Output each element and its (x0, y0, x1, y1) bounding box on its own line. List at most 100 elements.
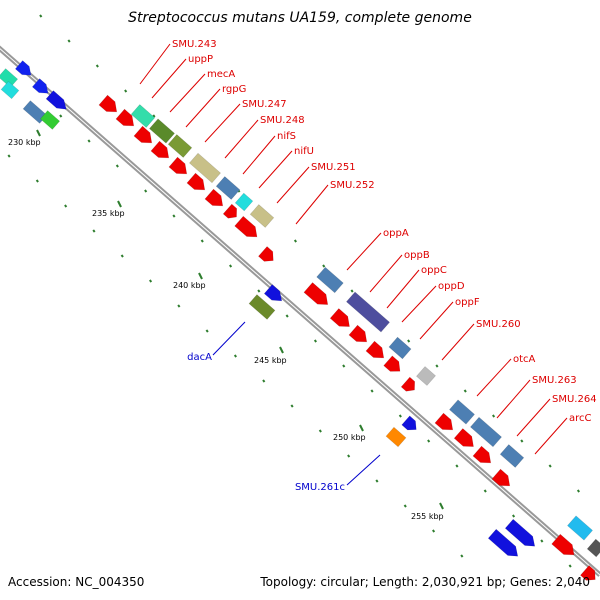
gene-feature-rev-shape (248, 294, 276, 320)
scale-dot (285, 314, 289, 318)
scale-dot (370, 389, 374, 393)
scale-dot (548, 464, 552, 468)
gene-label-oppf[interactable]: oppF (455, 297, 480, 308)
gene-label-arcc[interactable]: arcC (569, 413, 592, 424)
gene-feature-fwd-outer-shape (167, 134, 193, 158)
gene-feature-fwd (365, 340, 385, 359)
gene-feature-fwd-shape (150, 140, 170, 159)
gene-label-smu260[interactable]: SMU.260 (476, 319, 521, 330)
gene-label-oppa[interactable]: oppA (383, 228, 409, 239)
gene-feature-fwd (383, 355, 401, 372)
gene-feature-rev (385, 426, 407, 448)
scale-dot (347, 454, 351, 458)
gene-feature-fwd (204, 188, 224, 207)
gene-feature-fwd-outer-shape (567, 515, 593, 541)
gene-feature-fwd (472, 445, 492, 464)
gene-feature-fwd-shape (234, 215, 258, 238)
scale-tick-major (439, 502, 444, 510)
leader-line-forward (169, 73, 206, 113)
gene-label-rgpg[interactable]: rgpG (222, 84, 246, 95)
gene-label-nifu[interactable]: nifU (294, 146, 314, 157)
scale-dot (257, 289, 261, 293)
gene-feature-rev-shape (385, 426, 407, 448)
gene-label-meca[interactable]: mecA (207, 69, 235, 80)
leader-line-forward (516, 398, 551, 437)
scale-dot (149, 279, 153, 283)
scale-dot (576, 489, 581, 493)
gene-label-smu251[interactable]: SMU.251 (311, 162, 356, 173)
gene-feature-left-shape (22, 100, 48, 124)
gene-feature-fwd-outer (499, 444, 525, 468)
gene-feature-fwd-outer (345, 291, 391, 333)
leader-line-forward (419, 301, 454, 340)
leader-line-forward (139, 43, 171, 85)
gene-label-oppc[interactable]: oppC (421, 265, 447, 276)
gene-feature-fwd-shape (204, 188, 224, 207)
scale-label-230: 230 kbp (8, 138, 41, 147)
gene-label-smu263[interactable]: SMU.263 (532, 375, 577, 386)
gene-label-uppp[interactable]: uppP (188, 54, 213, 65)
leader-line-forward (295, 184, 329, 225)
gene-feature-rev (487, 528, 519, 557)
gene-feature-fwd-outer-shape (189, 152, 221, 184)
gene-label-smu243[interactable]: SMU.243 (172, 39, 217, 50)
gene-feature-fwd-outer (130, 104, 156, 128)
gene-feature-rev (248, 294, 276, 320)
gene-feature-fwd-outer-shape (388, 336, 412, 360)
leader-line-forward (441, 323, 475, 361)
scale-tick-major (359, 424, 364, 432)
scale-dot (172, 214, 176, 218)
gene-label-oppb[interactable]: oppB (404, 250, 430, 261)
scale-dot (398, 414, 402, 418)
gene-feature-fwd-outer-shape (215, 176, 241, 200)
gene-feature-fwd (115, 108, 135, 127)
gene-label-nifs[interactable]: nifS (277, 131, 296, 142)
scale-dot (7, 154, 11, 158)
gene-feature-fwd-outer (388, 336, 412, 360)
gene-feature-fwd-shape (491, 468, 511, 487)
leader-line-forward (534, 417, 568, 455)
scale-dot (460, 554, 464, 558)
scale-dot (124, 89, 128, 93)
gene-label-otca[interactable]: otcA (513, 354, 536, 365)
gene-feature-fwd-shape (472, 445, 492, 464)
scale-dot (313, 339, 318, 343)
scale-dot (152, 114, 156, 118)
scale-dot (115, 164, 119, 168)
gene-feature-fwd (133, 125, 153, 144)
gene-feature-left (31, 78, 49, 94)
gene-label-smu252[interactable]: SMU.252 (330, 180, 375, 191)
gene-feature-fwd-shape (551, 533, 575, 556)
gene-feature-fwd-outer (586, 538, 600, 558)
scale-dot (200, 239, 204, 243)
gene-label-smu248[interactable]: SMU.248 (260, 115, 305, 126)
gene-feature-rev (504, 518, 536, 547)
gene-features (0, 60, 600, 581)
scale-dot (483, 489, 487, 493)
map-title: Streptococcus mutans UA159, complete gen… (128, 10, 472, 26)
gene-label-smu264[interactable]: SMU.264 (552, 394, 597, 405)
scale-label-240: 240 kbp (173, 281, 206, 290)
scale-dot (144, 189, 148, 193)
scale-label-235: 235 kbp (92, 209, 125, 218)
scale-dot (92, 229, 96, 233)
scale-dot (39, 14, 43, 18)
gene-feature-fwd-outer-shape (470, 416, 502, 448)
gene-label-oppd[interactable]: oppD (438, 281, 465, 292)
scale-dot (455, 464, 459, 468)
gene-feature-fwd-shape (383, 355, 401, 372)
scale-dot (520, 439, 524, 443)
gene-feature-fwd-shape (580, 565, 596, 581)
leader-line-forward (476, 358, 512, 397)
scale-dot (293, 239, 298, 243)
gene-feature-fwd-shape (348, 324, 368, 343)
gene-feature-fwd (400, 376, 416, 392)
gene-feature-fwd (168, 156, 188, 175)
gene-label-smu247[interactable]: SMU.247 (242, 99, 287, 110)
gene-feature-fwd (329, 308, 350, 327)
scale-dot (342, 364, 346, 368)
gene-feature-left-shape (31, 78, 49, 94)
gene-label-daca[interactable]: dacA (187, 352, 212, 363)
gene-label-smu261c[interactable]: SMU.261c (295, 482, 345, 493)
gene-feature-fwd-shape (115, 108, 135, 127)
